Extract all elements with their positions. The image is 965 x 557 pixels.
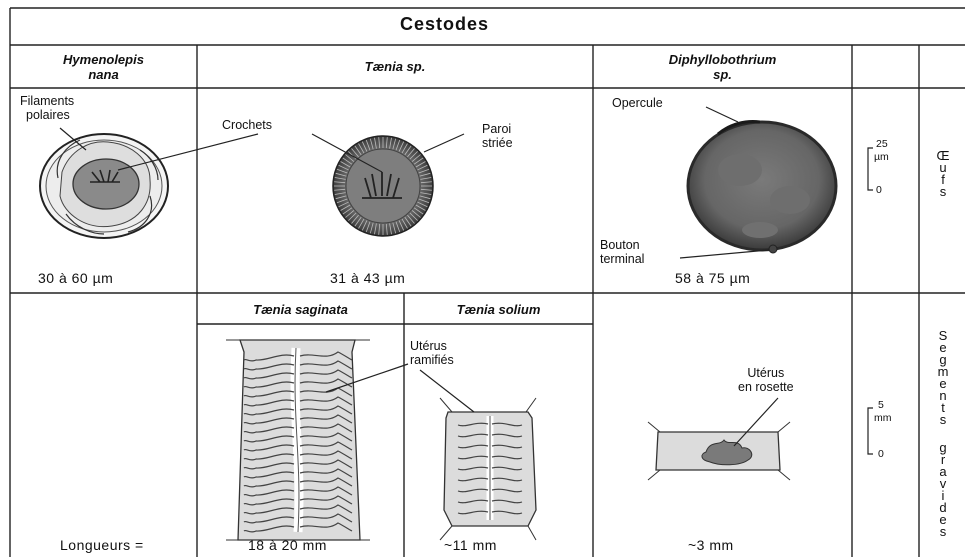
egg-scale-top: 25 [876,138,888,150]
label-uterus-ramifies-line2: ramifiés [410,353,454,367]
label-bouton-line2: terminal [600,252,644,266]
hymenolepis-egg-drawing [40,134,168,238]
label-filaments-line1: Filaments [20,94,74,108]
column-header-taenia-solium: Tænia solium [404,302,593,317]
column-header-hymenolepis-line1: Hymenolepis [10,52,197,67]
segment-scale-zero: 0 [878,448,884,460]
taenia-saginata-segment-drawing [226,340,370,540]
column-header-hymenolepis-line2: nana [10,67,197,82]
label-paroi-striee: Paroi striée [482,122,513,150]
column-header-diphyllobothrium: Diphyllobothrium sp. [593,52,852,82]
diagram-title: Cestodes [400,14,489,35]
segment-size-solium: ~11 mm [444,537,497,553]
label-crochets: Crochets [222,118,272,132]
label-filaments-line2: polaires [20,108,74,122]
taenia-solium-segment-drawing [440,398,536,540]
column-header-taenia: Tænia sp. [197,59,593,74]
segment-scale-unit: mm [874,412,892,424]
label-bouton-line1: Bouton [600,238,644,252]
label-uterus-rosette: Utérus en rosette [738,366,794,394]
label-uterus-rosette-line2: en rosette [738,380,794,394]
taenia-egg-drawing [333,136,433,236]
egg-size-hymenolepis: 30 à 60 µm [38,270,113,286]
column-header-taenia-saginata: Tænia saginata [197,302,404,317]
segment-size-saginata: 18 à 20 mm [248,537,327,553]
diphyllobothrium-egg-drawing [688,122,836,254]
egg-scale-unit: µm [874,151,889,163]
label-paroi-line1: Paroi [482,122,513,136]
egg-size-taenia: 31 à 43 µm [330,270,405,286]
egg-size-diphyllobothrium: 58 à 75 µm [675,270,750,286]
egg-scale-zero: 0 [876,184,882,196]
column-header-diphyllobothrium-line1: Diphyllobothrium [593,52,852,67]
label-uterus-ramifies: Utérus ramifiés [410,339,454,367]
label-paroi-line2: striée [482,136,513,150]
label-uterus-rosette-line1: Utérus [738,366,794,380]
diphyllobothrium-segment-drawing [648,422,790,480]
segment-size-diphyllobothrium: ~3 mm [688,537,734,553]
label-bouton-terminal: Bouton terminal [600,238,644,266]
column-header-diphyllobothrium-line2: sp. [593,67,852,82]
column-header-hymenolepis: Hymenolepis nana [10,52,197,82]
label-filaments-polaires: Filaments polaires [20,94,74,122]
scale-bars [868,148,873,454]
label-longueurs: Longueurs = [60,537,144,553]
label-opercule: Opercule [612,96,663,110]
label-uterus-ramifies-line1: Utérus [410,339,454,353]
segment-scale-top: 5 [878,399,884,411]
